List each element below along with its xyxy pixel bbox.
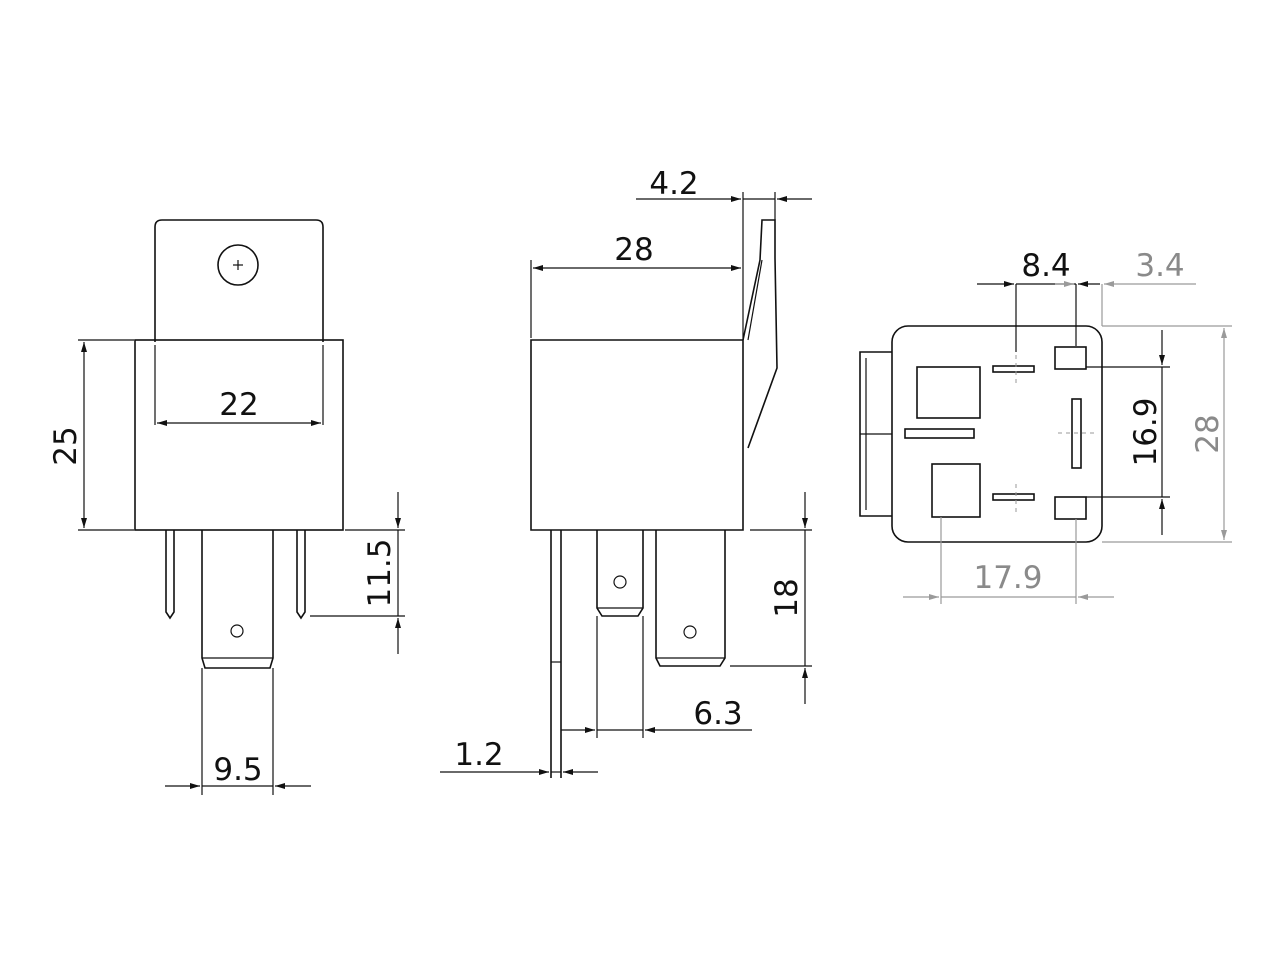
- dim-side-pin-length: 18: [769, 578, 805, 617]
- dim-bottom-overall: 28: [1190, 414, 1226, 453]
- terminal-small-bottom: [1054, 496, 1087, 520]
- front-pin-right: [296, 530, 306, 620]
- dim-front-width: 22: [219, 387, 258, 423]
- slot-top: [992, 365, 1035, 373]
- front-relay-body: [134, 339, 344, 531]
- dim-side-pin-thickness: 1.2: [454, 737, 503, 773]
- side-view: 28 4.2 18 6.3 1.2: [440, 166, 812, 778]
- dim-bottom-pin-pitch-x: 8.4: [1021, 248, 1070, 284]
- side-terminal-short: [596, 530, 644, 617]
- dim-side-body-length: 28: [614, 232, 653, 268]
- dim-front-pin-length: 11.5: [362, 538, 398, 607]
- dim-bottom-pin-pitch-y: 16.9: [1128, 397, 1164, 466]
- terminal-large-bottom: [931, 463, 981, 518]
- mounting-hole: [217, 244, 259, 286]
- slot-bottom: [992, 493, 1035, 501]
- terminal-small-top: [1054, 346, 1087, 370]
- dim-side-bracket-thickness: 4.2: [649, 166, 698, 202]
- side-relay-body: [530, 339, 744, 531]
- dim-front-height: 25: [48, 426, 84, 465]
- dim-bottom-offset: 3.4: [1135, 248, 1184, 284]
- bottom-relay-base: [891, 325, 1103, 543]
- front-center-terminal: [201, 530, 274, 669]
- front-view: 22 25 11.5 9.5: [48, 219, 405, 795]
- front-pin-left: [165, 530, 175, 620]
- dim-side-terminal-width: 6.3: [693, 696, 742, 732]
- slot-vertical: [1071, 398, 1082, 469]
- side-pin-thin: [550, 530, 562, 778]
- front-mounting-bracket: [154, 219, 324, 342]
- side-mounting-bracket: [742, 219, 778, 449]
- dim-bottom-spacing: 17.9: [973, 560, 1042, 596]
- bottom-view: 8.4 3.4 16.9 28 17.9: [859, 248, 1232, 604]
- slot-middle: [904, 428, 975, 439]
- side-terminal-long: [655, 530, 726, 667]
- terminal-large-top: [916, 366, 981, 419]
- dim-front-tab-width: 9.5: [213, 752, 262, 788]
